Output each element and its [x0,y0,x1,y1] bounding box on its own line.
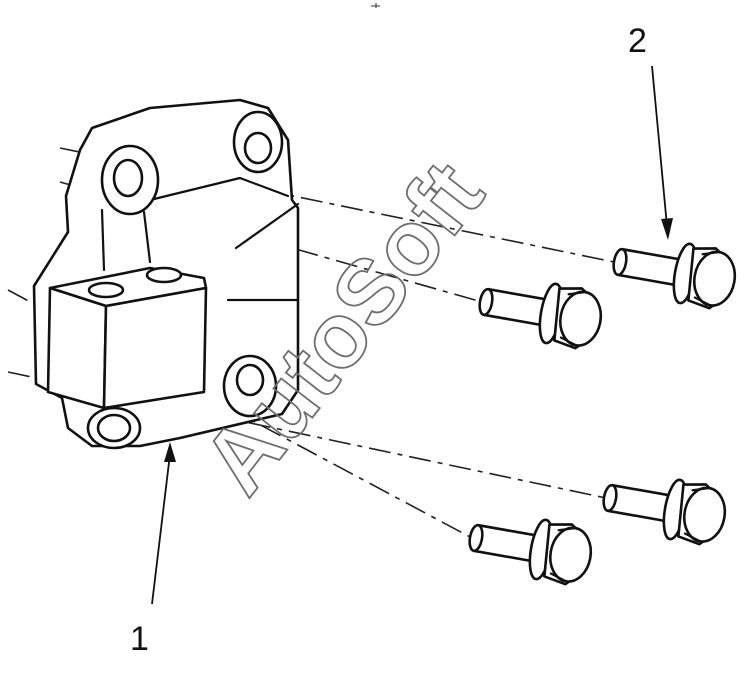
callout-label-2: 2 [628,22,647,60]
bolt-upper-right [607,230,741,313]
bracket-upper-left-hole [112,158,144,198]
top-mark [371,3,380,8]
callout-label-1: 1 [130,620,149,658]
bolt-lower-middle [463,506,597,589]
bolt-lower-right [597,466,731,549]
bracket-upper-right-hole [243,131,273,165]
leader-arrow-2 [651,65,673,240]
bracket-bottom-hole [96,413,132,443]
bracket-lower-right-hole [235,363,265,397]
bracket-block-hole-left [87,281,125,299]
bracket-front-block-side [102,286,208,410]
mounting-bracket [32,98,300,450]
leader-arrow-1 [151,442,176,605]
bracket-block-hole-right [145,266,183,284]
bolt-upper-middle [473,270,607,353]
bracket-front-block-front [46,286,108,410]
